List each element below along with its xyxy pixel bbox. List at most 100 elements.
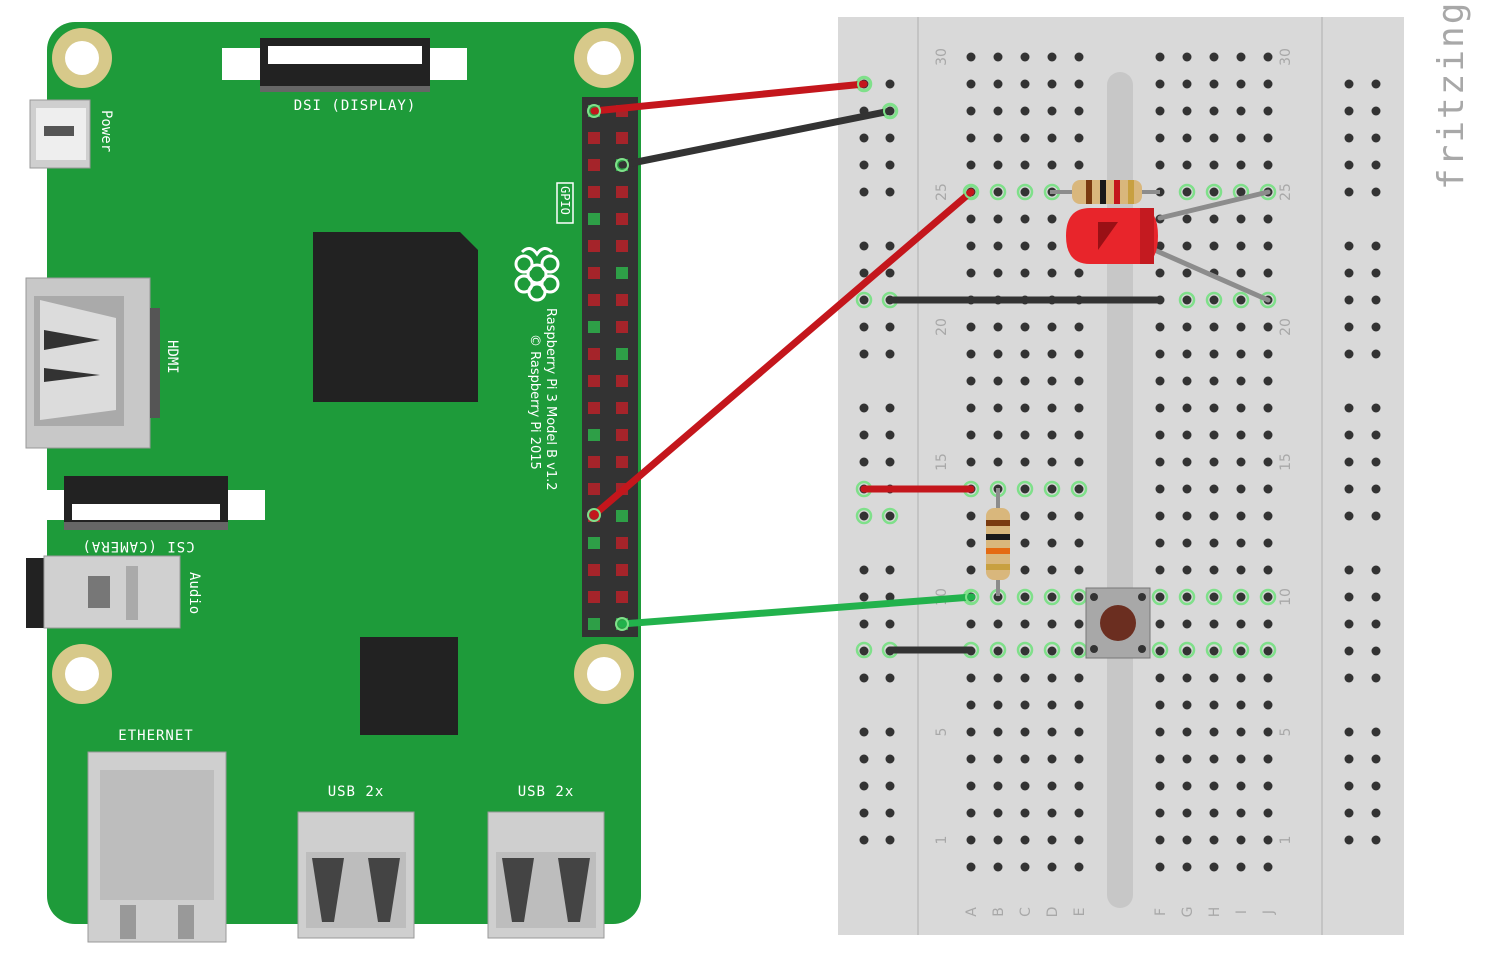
rail-hole	[1344, 727, 1354, 737]
breadboard-hole	[1074, 403, 1084, 413]
rail-hole	[1371, 133, 1381, 143]
breadboard-hole	[993, 376, 1003, 386]
rail-hole	[1371, 619, 1381, 629]
breadboard-hole	[1047, 106, 1057, 116]
connected-hole	[1070, 480, 1088, 498]
breadboard-hole	[1074, 862, 1084, 872]
row-number: 5	[1278, 728, 1294, 737]
breadboard-hole	[966, 835, 976, 845]
rail-hole	[1344, 484, 1354, 494]
gpio-pin	[588, 294, 600, 306]
breadboard-hole	[1020, 700, 1030, 710]
breadboard-hole	[1047, 133, 1057, 143]
dsi-label: DSI (DISPLAY)	[294, 98, 417, 114]
breadboard-hole	[1182, 133, 1192, 143]
usb-label-2: USB 2x	[518, 784, 575, 800]
wire-ends	[587, 77, 979, 631]
breadboard-hole	[1155, 52, 1165, 62]
breadboard-hole	[1209, 376, 1219, 386]
breadboard-hole	[966, 862, 976, 872]
breadboard-hole	[1155, 592, 1165, 602]
breadboard-hole	[1020, 565, 1030, 575]
fritzing-logo: fritzing	[1431, 1, 1472, 190]
wire-5v	[590, 80, 868, 115]
breadboard-hole	[1020, 592, 1030, 602]
breadboard-hole	[1209, 430, 1219, 440]
audio-label: Audio	[186, 572, 202, 614]
breadboard-hole	[993, 241, 1003, 251]
breadboard-hole	[1209, 457, 1219, 467]
breadboard-hole	[1236, 268, 1246, 278]
rail-hole	[859, 592, 869, 602]
rail-hole	[885, 457, 895, 467]
breadboard-hole	[1182, 430, 1192, 440]
breadboard-hole	[966, 214, 976, 224]
breadboard-hole	[966, 511, 976, 521]
breadboard-hole	[1074, 133, 1084, 143]
breadboard-hole	[1020, 214, 1030, 224]
model-text-2: © Raspberry Pi 2015	[527, 334, 542, 470]
csi-connector	[45, 476, 265, 530]
breadboard-hole	[1263, 754, 1273, 764]
breadboard-hole	[993, 106, 1003, 116]
breadboard-hole	[1155, 808, 1165, 818]
breadboard-hole	[1209, 484, 1219, 494]
raspberry-logo	[514, 247, 560, 302]
breadboard-hole	[1074, 646, 1084, 656]
breadboard-hole	[1047, 349, 1057, 359]
breadboard-hole	[1047, 754, 1057, 764]
resistor-pulldown	[986, 488, 1010, 596]
breadboard-hole	[993, 160, 1003, 170]
rail-hole	[859, 295, 869, 305]
breadboard-hole	[1020, 160, 1030, 170]
breadboard-hole	[1182, 808, 1192, 818]
gpio-pin	[588, 456, 600, 468]
breadboard-hole	[1209, 187, 1219, 197]
rail-hole	[885, 592, 895, 602]
breadboard-hole	[1047, 835, 1057, 845]
column-letter: D	[1045, 907, 1061, 918]
rail-hole	[1371, 79, 1381, 89]
breadboard-hole	[1209, 862, 1219, 872]
breadboard-hole	[1182, 52, 1192, 62]
breadboard-hole	[1209, 79, 1219, 89]
gpio-pin	[616, 186, 628, 198]
breadboard-hole	[993, 322, 1003, 332]
rail-hole	[859, 727, 869, 737]
breadboard-hole	[1074, 484, 1084, 494]
breadboard-hole	[1155, 268, 1165, 278]
breadboard-hole	[1047, 376, 1057, 386]
breadboard-hole	[1155, 457, 1165, 467]
power-label: Power	[98, 110, 114, 152]
breadboard-hole	[1047, 430, 1057, 440]
breadboard-hole	[1182, 592, 1192, 602]
breadboard-hole	[1074, 565, 1084, 575]
breadboard-hole	[1236, 403, 1246, 413]
breadboard-hole	[966, 268, 976, 278]
column-letter: C	[1018, 907, 1034, 917]
connected-hole	[1043, 480, 1061, 498]
breadboard-hole	[1020, 376, 1030, 386]
breadboard-hole	[1182, 268, 1192, 278]
breadboard-hole	[1155, 106, 1165, 116]
breadboard-hole	[1047, 538, 1057, 548]
breadboard-hole	[1263, 241, 1273, 251]
breadboard-hole	[1236, 241, 1246, 251]
breadboard-hole	[966, 241, 976, 251]
breadboard-hole	[993, 808, 1003, 818]
breadboard-hole	[1209, 700, 1219, 710]
breadboard-hole	[1047, 160, 1057, 170]
breadboard-hole	[1020, 754, 1030, 764]
breadboard-hole	[1155, 862, 1165, 872]
rail-hole	[885, 673, 895, 683]
breadboard-hole	[1263, 511, 1273, 521]
breadboard-hole	[1209, 592, 1219, 602]
row-number: 20	[934, 318, 950, 336]
breadboard-hole	[1209, 349, 1219, 359]
rail-hole	[1344, 79, 1354, 89]
gpio-pin	[588, 348, 600, 360]
row-number: 20	[1278, 318, 1294, 336]
breadboard-hole	[1263, 79, 1273, 89]
